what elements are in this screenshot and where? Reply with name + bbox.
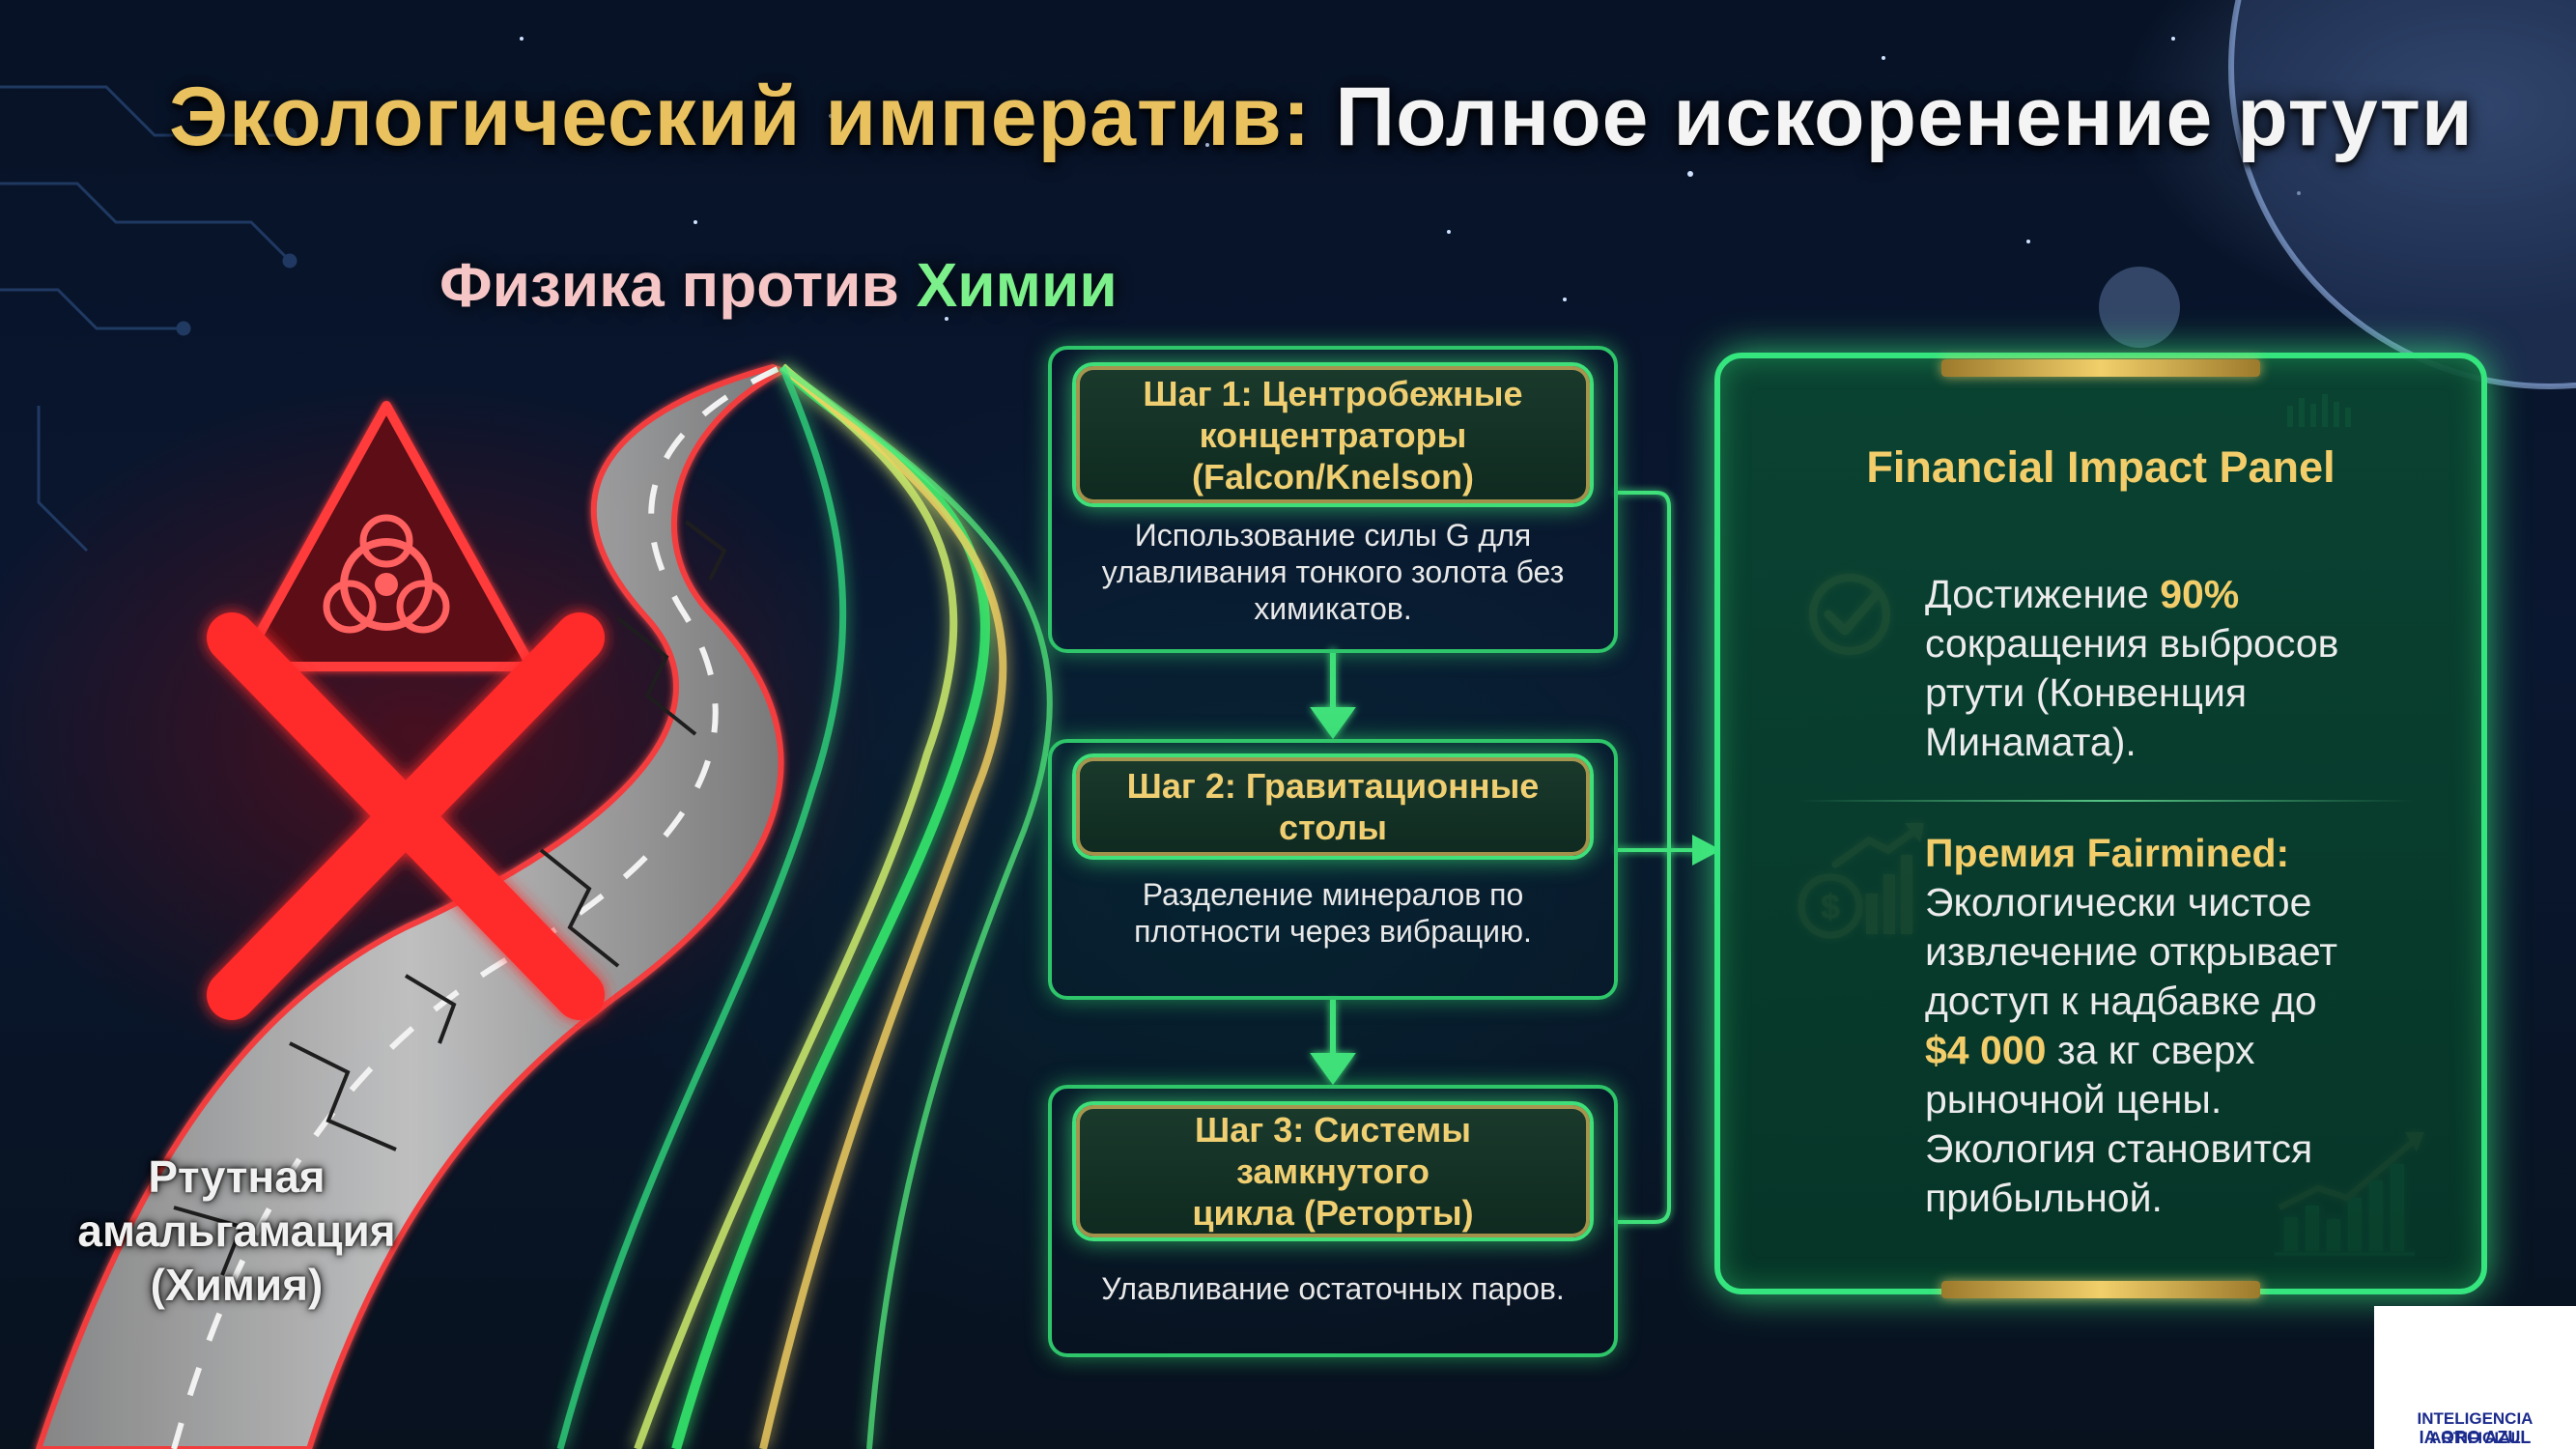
step2-body-line2: плотности через вибрацию.: [1134, 914, 1532, 949]
step1-heading-line2: концентраторы: [1199, 414, 1467, 455]
step3-heading: Шаг 3: Системы замкнутого цикла (Реторты…: [1072, 1101, 1594, 1241]
step3-frame: [1048, 1085, 1618, 1357]
step2-heading: Шаг 2: Гравитационные столы: [1072, 753, 1594, 860]
step3-heading-line1: Шаг 3: Системы замкнутого: [1195, 1110, 1471, 1191]
step1-heading-line3: (Falcon/Knelson): [1191, 456, 1474, 497]
step1-body: Использование силы G для улавливания тон…: [1053, 517, 1613, 627]
step1-heading: Шаг 1: Центробежные концентраторы (Falco…: [1072, 362, 1594, 507]
step1-body-line1: Использование силы G для: [1134, 518, 1532, 553]
step2-body: Разделение минералов по плотности через …: [1053, 876, 1613, 950]
panel-item2-line4: $4 000 за кг сверх: [1925, 1026, 2337, 1075]
panel-item1-line1: Достижение 90%: [1925, 570, 2338, 619]
step3-body-line1: Улавливание остаточных паров.: [1101, 1271, 1565, 1306]
panel-divider: [1797, 800, 2415, 802]
panel-item2-line4-suffix: за кг сверх: [2056, 1028, 2255, 1072]
step1-body-line2: улавливания тонкого золота без: [1101, 554, 1565, 589]
step1-body-line3: химикатов.: [1254, 591, 1412, 626]
panel-item1-percent: 90%: [2160, 572, 2240, 616]
panel-item2-heading: Премия Fairmined:: [1925, 831, 2290, 875]
subtitle: Физика против Химии: [439, 249, 1118, 321]
panel-item2-line1: Экологически чистое: [1925, 880, 2312, 924]
financial-impact-panel: [1714, 353, 2487, 1294]
panel-item1-line3: ртути (Конвенция: [1925, 670, 2248, 715]
panel-item1: Достижение 90% сокращения выбросов ртути…: [1925, 570, 2338, 767]
title-part-white: Полное искоренение ртути: [1335, 71, 2474, 163]
road-label-line2: амальгамация: [77, 1206, 396, 1256]
step1-heading-line1: Шаг 1: Центробежные: [1143, 373, 1523, 413]
panel-item1-line4: Минамата).: [1925, 720, 2137, 764]
planet-small: [2099, 267, 2180, 348]
panel-item2-line7: прибыльной.: [1925, 1176, 2163, 1220]
down-arrows: [1310, 649, 1356, 1086]
step2-heading-line1: Шаг 2: Гравитационные: [1126, 766, 1540, 806]
planet-large: [2231, 0, 2576, 386]
subtitle-chemistry: Химии: [916, 250, 1118, 320]
panel-item2-line3: доступ к надбавке до: [1925, 979, 2317, 1023]
panel-top-bar: [1941, 359, 2260, 377]
biohazard-icon: [237, 401, 536, 671]
road-label-line3: (Химия): [150, 1260, 324, 1310]
step2-heading-line2: столы: [1279, 808, 1387, 847]
panel-title: Financial Impact Panel: [1866, 442, 2335, 492]
step3-heading-line2: цикла (Реторты): [1192, 1193, 1474, 1233]
glowing-flow: [556, 363, 1053, 1449]
panel-item1-prefix: Достижение: [1925, 572, 2149, 616]
panel-item2-line5: рыночной цены.: [1925, 1077, 2222, 1122]
panel-bottom-bar: [1941, 1281, 2260, 1298]
red-x-icon: [207, 612, 605, 1020]
arrow-to-panel: [1692, 835, 1721, 866]
step2-body-line1: Разделение минералов по: [1142, 877, 1524, 912]
panel-item2-amount: $4 000: [1925, 1028, 2047, 1072]
subtitle-physics: Физика против: [439, 250, 899, 320]
panel-item1-line2: сокращения выбросов: [1925, 621, 2339, 666]
step3-body: Улавливание остаточных паров.: [1053, 1270, 1613, 1307]
brand-logo: INTELIGENCIA ARTIFICIAL IA ORO AZUL: [2374, 1306, 2576, 1449]
logo-text-line1: INTELIGENCIA ARTIFICIAL: [2417, 1409, 2534, 1447]
panel-item2: Премия Fairmined: Экологически чистое из…: [1925, 829, 2337, 1223]
title-part-gold: Экологический императив:: [169, 71, 1312, 163]
step2-frame: [1048, 739, 1618, 1000]
step1-frame: [1048, 346, 1618, 653]
panel-item2-line2: извлечение открывает: [1925, 929, 2338, 974]
cracked-road: [35, 363, 790, 1449]
panel-item2-line6: Экология становится: [1925, 1126, 2313, 1171]
circuit-lines: [0, 85, 297, 553]
road-label: Ртутная амальгамация (Химия): [58, 1150, 415, 1312]
logo-text-line2: IA ORO AZUL: [2419, 1428, 2532, 1447]
road-label-line1: Ртутная: [148, 1151, 326, 1202]
page-title: Экологический императив: Полное искорене…: [169, 70, 2487, 165]
